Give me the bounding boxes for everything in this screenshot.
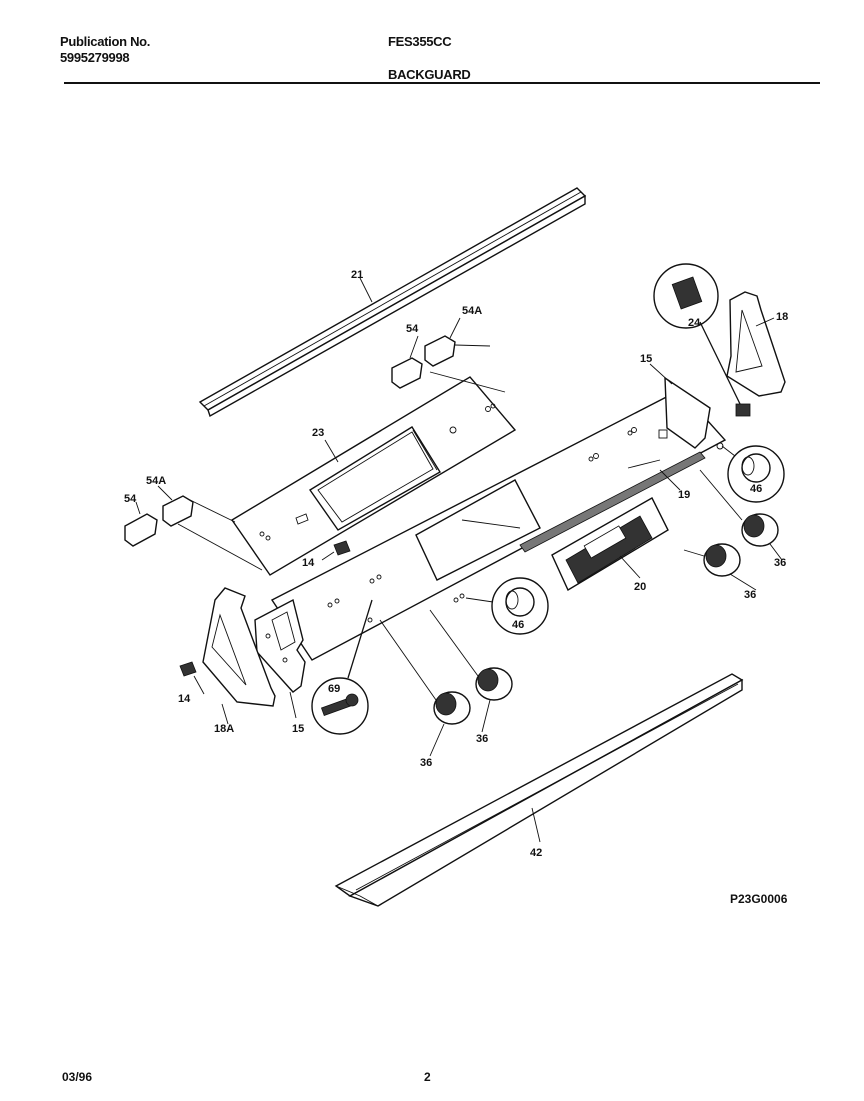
control-module [551, 497, 669, 592]
model-number: FES355CC [388, 34, 452, 49]
callout-15-right: 15 [640, 353, 652, 365]
callout-36-r2: 36 [744, 589, 756, 601]
knob-right-detail [721, 445, 785, 503]
lower-panel [270, 389, 727, 661]
callout-36-r1: 36 [774, 557, 786, 569]
callout-18: 18 [776, 311, 788, 323]
callout-42: 42 [530, 847, 542, 859]
section-title: BACKGUARD [388, 67, 471, 82]
clip-mid [321, 540, 351, 561]
callout-19: 19 [678, 489, 690, 501]
header-rule [64, 82, 820, 84]
callout-36-b1: 36 [420, 757, 432, 769]
clip-set-top [391, 335, 506, 393]
publication-date: 03/96 [62, 1070, 93, 1084]
bracket-left [254, 598, 306, 693]
lower-rail [519, 451, 706, 553]
callout-21: 21 [351, 269, 363, 281]
bracket-right [664, 376, 711, 449]
callout-54a-top: 54A [462, 305, 482, 317]
callout-46-mid: 46 [512, 619, 524, 631]
callout-54a-left: 54A [146, 475, 166, 487]
top-trim-strip [198, 187, 587, 418]
publication-number: 5995279998 [60, 50, 130, 65]
callout-54-left: 54 [124, 493, 137, 505]
screw-detail [311, 599, 373, 735]
callout-18a: 18A [214, 723, 234, 735]
backguard-panel [231, 376, 517, 576]
clip-set-left [124, 495, 263, 571]
knob-mid-detail [465, 577, 549, 635]
bottom-trim-strip [334, 673, 744, 907]
callout-69: 69 [328, 683, 340, 695]
callout-15-left: 15 [292, 723, 304, 735]
left-end-cap [202, 587, 276, 707]
callout-54-top: 54 [406, 323, 419, 335]
callout-14-left: 14 [178, 693, 191, 705]
callout-20: 20 [634, 581, 646, 593]
leader-lines [135, 277, 783, 843]
callout-24: 24 [688, 317, 701, 329]
publication-label: Publication No. [60, 34, 151, 49]
callout-46-right: 46 [750, 483, 762, 495]
switch-detail [653, 263, 751, 417]
clip-left [179, 661, 205, 695]
callout-36-b2: 36 [476, 733, 488, 745]
page-number: 2 [424, 1070, 431, 1084]
knob-36-right [683, 469, 779, 577]
diagram-reference-code: P23G0006 [730, 892, 788, 906]
callout-23: 23 [312, 427, 324, 439]
callout-14-mid: 14 [302, 557, 315, 569]
knob-36-bottom [379, 609, 513, 725]
right-end-cap [726, 291, 786, 397]
